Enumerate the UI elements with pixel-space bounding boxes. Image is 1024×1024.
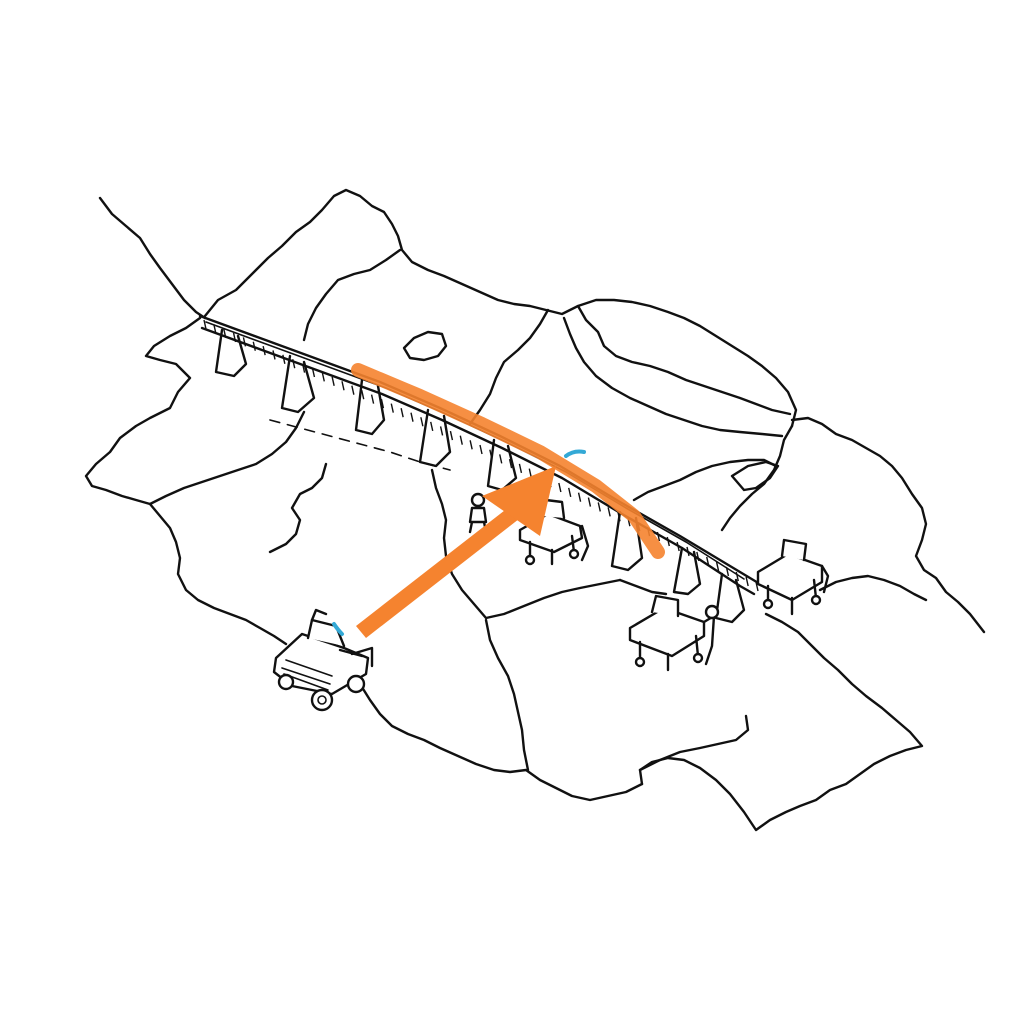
bridge-deck-bottom (200, 326, 756, 596)
region-line-east-lower (818, 574, 928, 602)
bridge-rail-tick (341, 381, 345, 391)
region-line-north-center (468, 308, 550, 426)
bridge-pier (610, 510, 644, 572)
water-drop-icon (332, 622, 344, 636)
bridge-rail-tick (252, 341, 256, 351)
cart-icon (756, 538, 830, 616)
bridge-rail-tick (321, 372, 325, 382)
bridge-pier (214, 328, 248, 378)
bridge-rail-tick (203, 319, 207, 330)
cart-icon (628, 594, 720, 672)
region-line-east-upper (576, 304, 792, 416)
region-line-east-inner (720, 424, 794, 532)
region-ridge-north (203, 188, 798, 428)
bridge-rail-tick (351, 385, 355, 395)
bridge-rail-tick (508, 458, 513, 469)
bridge-rail-tick (696, 551, 700, 562)
creek-line (268, 462, 328, 554)
region-line-south-inner (638, 714, 750, 772)
region-outline-south-east (638, 612, 924, 832)
bridge-rail-tick (725, 566, 730, 577)
bridge-pier (280, 354, 316, 414)
route-arrow-shaft (356, 500, 528, 638)
bridge-rail-tick (430, 421, 434, 431)
bridge (198, 314, 762, 624)
bridge-rail-tick (715, 561, 720, 572)
region-outline-south-west (148, 502, 288, 646)
bridge-pier (714, 572, 746, 624)
bridge-rail-tick (479, 444, 483, 455)
bridge-rail-tick (459, 435, 463, 445)
region-outline-west (98, 196, 207, 320)
bridge-rail-tick (361, 390, 365, 400)
bridge-rail-tick (558, 482, 562, 493)
bridge-rail-tick (686, 546, 690, 557)
water-drop-icon (564, 449, 586, 458)
bridge-rail-tick (656, 531, 661, 542)
bridge-rail-tick (518, 463, 523, 474)
bridge-rail-tick (311, 367, 316, 378)
bridge-rail-ticks (203, 319, 759, 592)
route-arrow-head (482, 466, 556, 536)
bridge-rail-tick (370, 394, 375, 404)
bridge-rail-tick (439, 426, 444, 436)
bridge-rail-tick (282, 354, 286, 364)
bridge-pier (418, 408, 452, 468)
region-line-east-lakeside (632, 458, 778, 502)
bridge-rail-tick (449, 430, 454, 441)
region-outline-south (358, 682, 644, 802)
region-line-center-lower (430, 468, 622, 620)
bridge-rail-tick (232, 332, 237, 343)
bridge-pier (354, 378, 386, 436)
route-highlight (351, 363, 665, 559)
bridge-rail-tick (469, 440, 473, 450)
worker-figure (468, 492, 488, 534)
bridge-rail-tick (223, 328, 227, 338)
region-line-east-mid (562, 316, 784, 438)
region-line-center-left (148, 410, 306, 506)
terrain-regions (84, 188, 986, 832)
bridge-rail-tick (410, 412, 414, 422)
pond-shape (402, 330, 448, 362)
bridge-rail-tick (499, 454, 503, 464)
bridge-rail-tick (242, 337, 247, 347)
bridge-rail-tick (390, 403, 394, 413)
bridge-rail-tick (262, 345, 266, 356)
bridge-rail-tick (666, 536, 670, 547)
bridge-rail-tick (587, 497, 592, 507)
region-outline-northwest (84, 316, 202, 506)
bridge-rail-tick (607, 507, 611, 517)
truck-icon (272, 608, 374, 712)
lake-east (730, 460, 780, 492)
bridge-rail-tick (597, 502, 601, 512)
region-line-center-mid (618, 578, 668, 596)
route-arrow (356, 466, 556, 638)
region-outline-east (790, 416, 986, 634)
road-dashes (269, 419, 451, 471)
bridge-rail-tick (735, 571, 739, 582)
bridge-pier (672, 546, 702, 596)
bridge-rail-tick (272, 350, 276, 360)
bridge-rail-tick (331, 376, 335, 386)
bridge-rail-tick (676, 541, 680, 552)
bridge-rail-tick (745, 576, 749, 587)
bridge-rail-tick (577, 492, 582, 502)
bridge-rail-tick (292, 359, 296, 369)
bridge-rail-tick (755, 581, 759, 592)
bridge-rail-tick (400, 408, 404, 418)
bridge-rail-tick (528, 468, 532, 478)
bridge-rail-tick (420, 417, 424, 427)
bridge-rail-tick (301, 363, 306, 373)
region-line-north-inner (302, 248, 402, 342)
bridge-rail-tick (706, 556, 710, 567)
bridge-rail-tick (213, 324, 217, 334)
region-line-south-center (484, 618, 530, 772)
bridge-rail-tick (568, 487, 572, 498)
